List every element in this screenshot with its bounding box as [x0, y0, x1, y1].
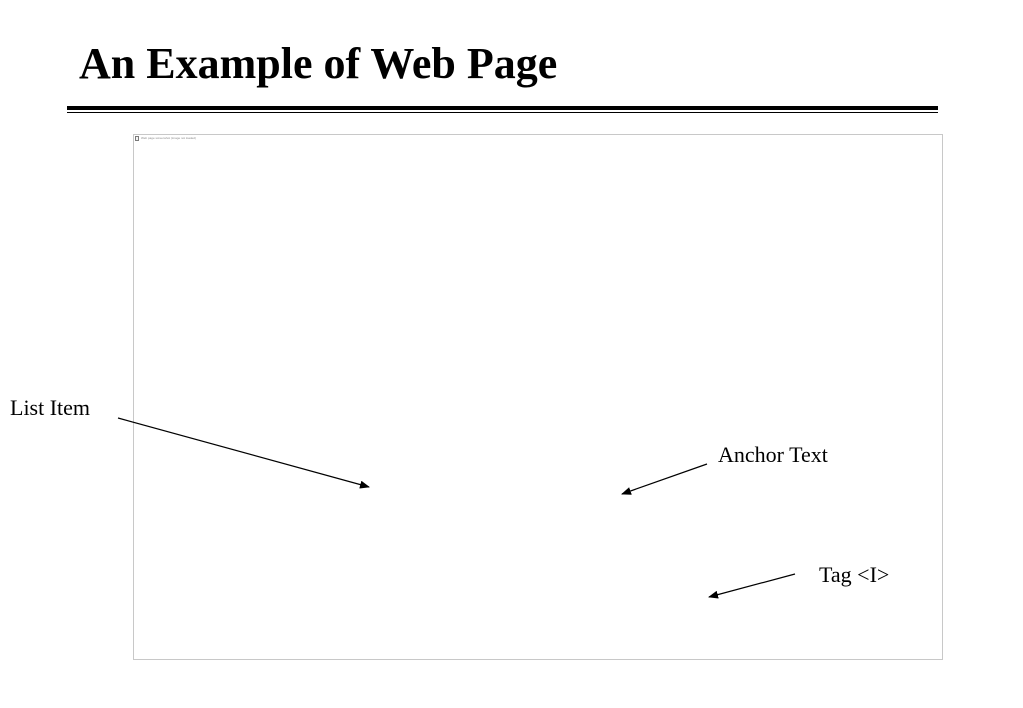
annotation-label-anchor-text: Anchor Text: [718, 442, 828, 467]
broken-image-placeholder: Web page screenshot (image not loaded): [135, 136, 196, 141]
broken-image-alt-text: Web page screenshot (image not loaded): [141, 136, 196, 140]
title-rule-thin: [67, 112, 938, 113]
broken-image-icon: [135, 136, 139, 141]
annotation-label-tag-i: Tag <I>: [819, 562, 890, 587]
slide-title: An Example of Web Page: [79, 39, 558, 88]
embedded-web-page-frame: Web page screenshot (image not loaded): [133, 134, 943, 660]
title-rule-thick: [67, 106, 938, 110]
annotation-label-list-item: List Item: [10, 395, 91, 420]
